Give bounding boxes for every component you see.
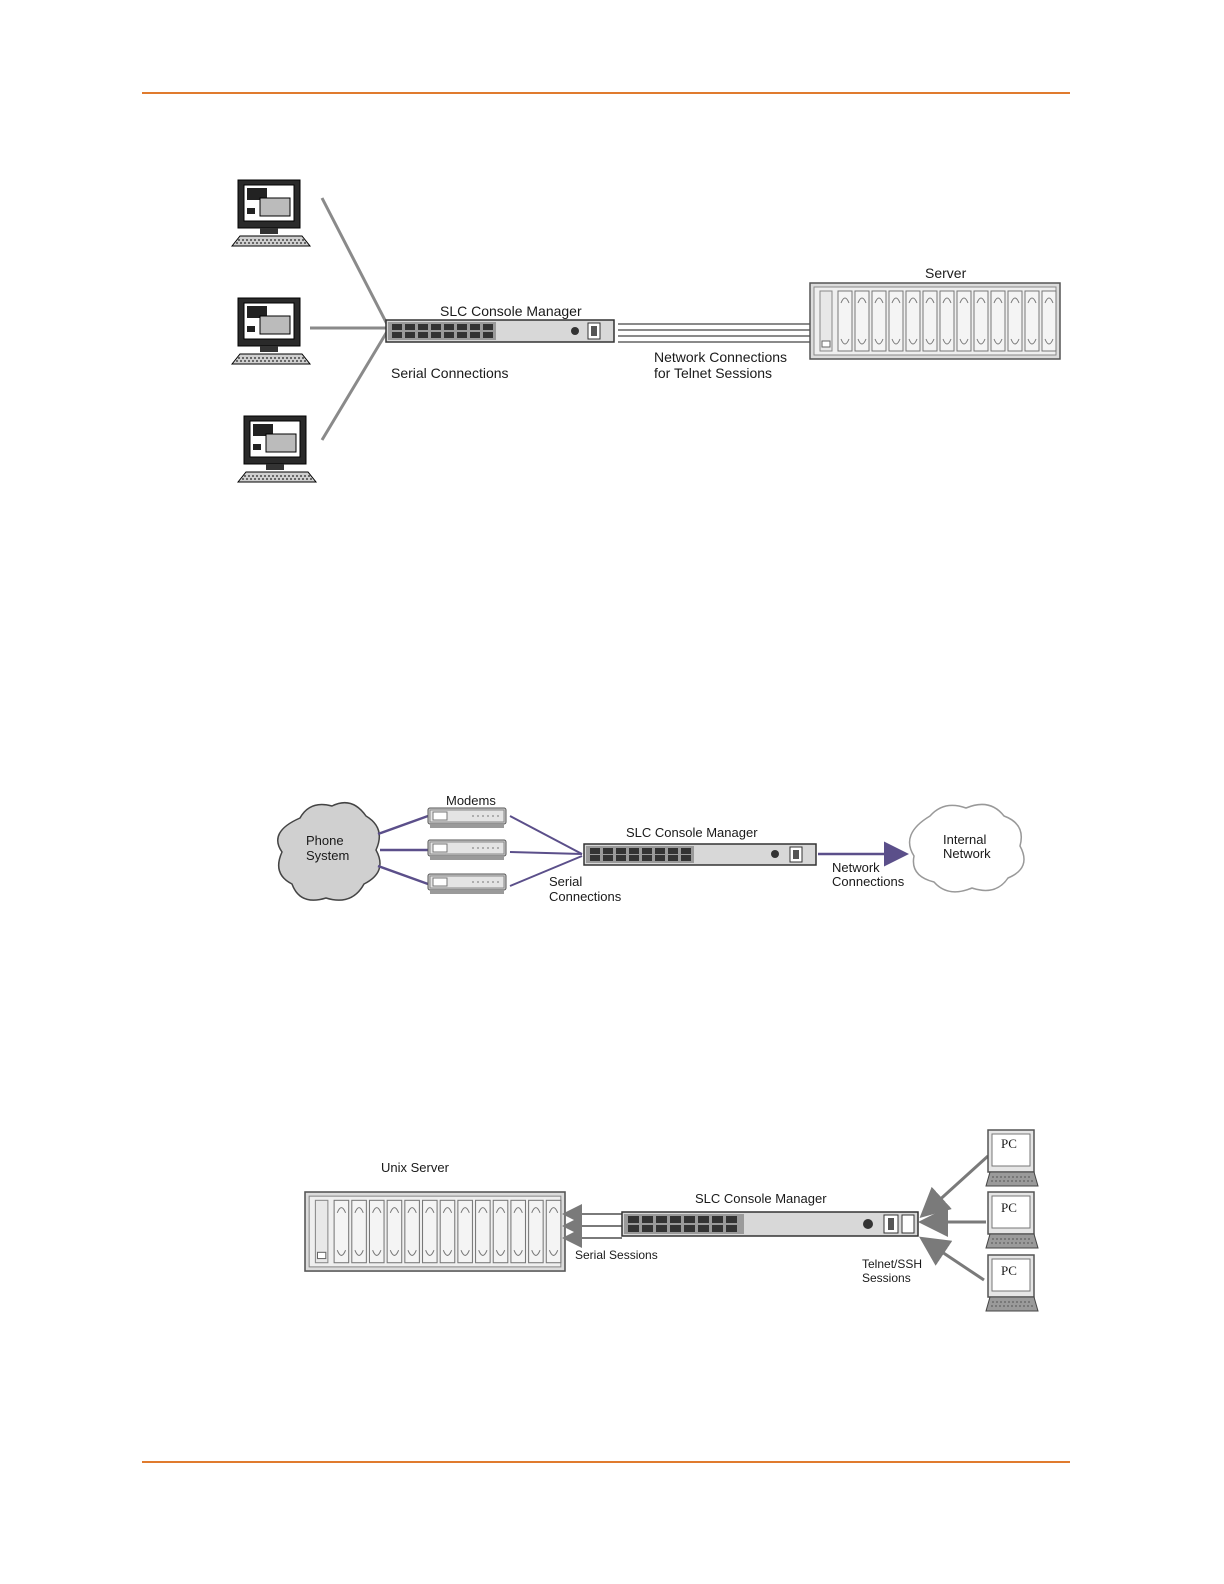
modem-icon-top [428, 808, 506, 828]
server-label: Server [925, 265, 967, 281]
internal-network-label-line1: Internal [943, 832, 986, 847]
serial-connections-label-line1: Serial [549, 874, 582, 889]
telnet-ssh-label-line2: Sessions [862, 1271, 911, 1285]
console-manager-label: SLC Console Manager [626, 825, 758, 840]
diagram-modem-access: Phone System Modems [0, 780, 1224, 920]
workstation-icon-top [232, 180, 310, 246]
serial-connections-label: Serial Connections [391, 365, 509, 381]
server-rack [810, 283, 1060, 359]
diagram-telnet-to-serial: SLC Console Manager Server Serial Connec… [0, 0, 1224, 520]
pc-label-top: PC [1001, 1136, 1017, 1151]
telnet-arrows [924, 1156, 988, 1280]
telnet-sessions-label: for Telnet Sessions [654, 365, 772, 381]
internal-network-label-line2: Network [943, 846, 991, 861]
serial-sessions-label: Serial Sessions [575, 1248, 658, 1262]
console-manager-device [386, 320, 614, 342]
network-connections-label: Network Connections [654, 349, 787, 365]
phone-system-label-line2: System [306, 848, 349, 863]
console-manager-label: SLC Console Manager [440, 303, 582, 319]
console-manager-device [584, 844, 816, 865]
modem-icon-middle [428, 840, 506, 860]
console-manager-label: SLC Console Manager [695, 1191, 827, 1206]
phone-lines [378, 816, 428, 884]
workstation-icon-bottom [238, 416, 316, 482]
telnet-ssh-label-line1: Telnet/SSH [862, 1257, 922, 1271]
unix-server-label: Unix Server [381, 1160, 450, 1175]
unix-server-rack [305, 1192, 565, 1271]
phone-system-label-line1: Phone [306, 833, 344, 848]
pc-label-bottom: PC [1001, 1263, 1017, 1278]
pc-label-middle: PC [1001, 1200, 1017, 1215]
modem-icon-bottom [428, 874, 506, 894]
network-connections-label-line2: Connections [832, 874, 905, 889]
footer-rule [142, 1461, 1070, 1463]
serial-session-arrows [566, 1214, 622, 1238]
network-connections-label-line1: Network [832, 860, 880, 875]
modems-label: Modems [446, 793, 496, 808]
console-manager-device [622, 1212, 918, 1236]
workstation-icon-middle [232, 298, 310, 364]
network-lines [618, 324, 812, 342]
diagram-serial-sessions: Unix Server Serial Sessions SLC Console … [0, 1120, 1224, 1320]
serial-connections-label-line2: Connections [549, 889, 622, 904]
serial-lines [310, 198, 388, 440]
